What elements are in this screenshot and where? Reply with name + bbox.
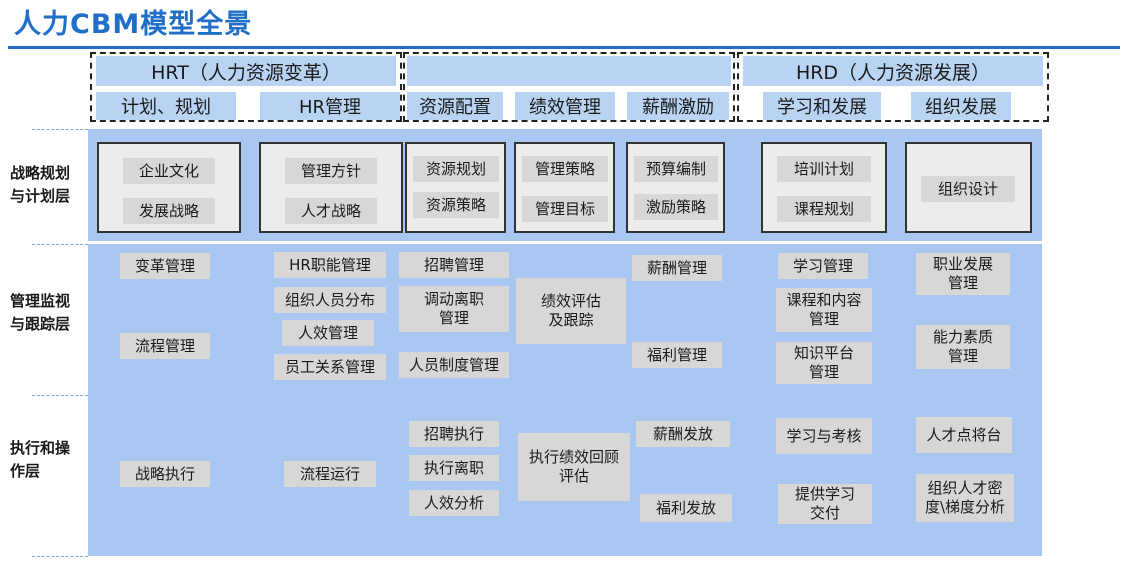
strategy-card-culture: 企业文化 发展战略 xyxy=(97,142,241,233)
perf-review-cell: 执行绩效回顾 评估 xyxy=(518,433,630,501)
performance-header: 绩效管理 xyxy=(515,92,615,120)
perf-review-line1: 执行绩效回顾 xyxy=(528,448,619,466)
transfer-line2: 管理 xyxy=(438,309,469,327)
leave-exec-cell: 执行离职 xyxy=(409,455,499,481)
layer-divider xyxy=(32,244,88,245)
title-underline xyxy=(8,46,1120,49)
strategy-card-policy: 管理方针 人才战略 xyxy=(259,142,403,233)
exec-layer-line2: 作层 xyxy=(10,462,41,480)
hrt-group: HRT（人力资源变革） 计划、规划 HR管理 xyxy=(90,52,402,122)
competency-line1: 能力素质 xyxy=(932,328,993,346)
strategy-card-resource: 资源规划 资源策略 xyxy=(405,142,506,233)
hr-mgmt-header: HR管理 xyxy=(260,92,400,120)
process-run-cell: 流程运行 xyxy=(284,461,376,487)
recruit-exec-cell: 招聘执行 xyxy=(409,421,499,447)
manage-layer-line2: 与跟踪层 xyxy=(10,315,71,333)
org-staff-cell: 组织人员分布 xyxy=(274,287,386,313)
hr-function-cell: HR职能管理 xyxy=(274,252,386,278)
manage-layer-label: 管理监视 与跟踪层 xyxy=(10,290,86,336)
salary-mgmt-cell: 薪酬管理 xyxy=(632,255,722,281)
org-header: 组织发展 xyxy=(911,92,1011,120)
strategy-layer-line2: 与计划层 xyxy=(10,187,71,205)
talent-strategy-cell: 人才战略 xyxy=(285,198,377,224)
salary-pay-cell: 薪酬发放 xyxy=(636,421,730,447)
course-content-cell: 课程和内容 管理 xyxy=(776,288,872,332)
perf-eval-line1: 绩效评估 xyxy=(540,292,601,310)
career-line2: 管理 xyxy=(947,274,978,292)
mgmt-strategy-cell: 管理策略 xyxy=(522,156,608,182)
strategy-layer-label: 战略规划 与计划层 xyxy=(10,162,86,208)
talent-board-cell: 人才点将台 xyxy=(916,417,1012,453)
density-line1: 组织人才密 xyxy=(927,479,1003,497)
perf-eval-cell: 绩效评估 及跟踪 xyxy=(516,278,626,344)
policy-mgmt-cell: 人员制度管理 xyxy=(399,352,509,378)
policy-cell: 管理方针 xyxy=(285,158,377,184)
org-design-cell: 组织设计 xyxy=(921,176,1015,202)
knowledge-line2: 管理 xyxy=(808,363,839,381)
mgmt-goal-cell: 管理目标 xyxy=(522,196,608,222)
learning-delivery-cell: 提供学习 交付 xyxy=(778,484,872,524)
hrd-group: HRD（人力资源发展） 学习和发展 组织发展 xyxy=(737,52,1049,122)
middle-group: 资源配置 绩效管理 薪酬激励 xyxy=(403,52,735,122)
dev-strategy-cell: 发展战略 xyxy=(123,198,215,224)
employee-relation-cell: 员工关系管理 xyxy=(274,354,386,380)
competency-cell: 能力素质 管理 xyxy=(916,325,1010,369)
layer-divider xyxy=(32,395,88,396)
strategy-card-org: 组织设计 xyxy=(905,142,1032,233)
middle-header-band xyxy=(407,56,731,86)
resource-header: 资源配置 xyxy=(407,92,503,120)
knowledge-platform-cell: 知识平台 管理 xyxy=(776,342,872,384)
course-plan-cell: 课程规划 xyxy=(777,196,871,222)
transfer-line1: 调动离职 xyxy=(423,290,484,308)
welfare-pay-cell: 福利发放 xyxy=(640,494,732,522)
salary-header: 薪酬激励 xyxy=(627,92,729,120)
plan-header: 计划、规划 xyxy=(96,92,236,120)
layer-divider xyxy=(32,556,88,557)
learning-mgmt-cell: 学习管理 xyxy=(778,253,868,279)
delivery-line2: 交付 xyxy=(809,504,840,522)
culture-cell: 企业文化 xyxy=(123,158,215,184)
learn-exam-cell: 学习与考核 xyxy=(776,418,872,454)
budget-cell: 预算编制 xyxy=(634,156,718,182)
competency-line2: 管理 xyxy=(947,347,978,365)
welfare-mgmt-cell: 福利管理 xyxy=(632,342,722,368)
resource-strategy-cell: 资源策略 xyxy=(413,192,499,218)
process-mgmt-cell: 流程管理 xyxy=(120,333,210,359)
career-line1: 职业发展 xyxy=(932,255,993,273)
density-line2: 度\梯度分析 xyxy=(924,498,1006,516)
learning-header: 学习和发展 xyxy=(763,92,881,120)
strategy-card-salary: 预算编制 激励策略 xyxy=(626,142,725,233)
perf-review-line2: 评估 xyxy=(558,467,589,485)
efficiency-analysis-cell: 人效分析 xyxy=(409,490,499,516)
manage-layer-line1: 管理监视 xyxy=(10,292,71,310)
delivery-line1: 提供学习 xyxy=(794,485,855,503)
strategy-card-learning: 培训计划 课程规划 xyxy=(761,142,887,233)
career-dev-cell: 职业发展 管理 xyxy=(916,253,1010,295)
incentive-strategy-cell: 激励策略 xyxy=(634,194,718,220)
course-line2: 管理 xyxy=(808,310,839,328)
efficiency-mgmt-cell: 人效管理 xyxy=(282,320,374,346)
strategy-exec-cell: 战略执行 xyxy=(120,461,210,487)
hrt-header: HRT（人力资源变革） xyxy=(96,56,396,86)
training-plan-cell: 培训计划 xyxy=(777,156,871,182)
strategy-card-performance: 管理策略 管理目标 xyxy=(514,142,615,233)
hrd-header: HRD（人力资源发展） xyxy=(743,56,1043,86)
resource-plan-cell: 资源规划 xyxy=(413,156,499,182)
recruit-mgmt-cell: 招聘管理 xyxy=(399,252,509,278)
strategy-layer-line1: 战略规划 xyxy=(10,164,71,182)
change-mgmt-cell: 变革管理 xyxy=(120,253,210,279)
perf-eval-line2: 及跟踪 xyxy=(548,311,594,329)
exec-layer-line1: 执行和操 xyxy=(10,439,71,457)
transfer-mgmt-cell: 调动离职 管理 xyxy=(399,286,509,332)
layer-divider xyxy=(32,129,88,130)
talent-density-cell: 组织人才密 度\梯度分析 xyxy=(916,474,1014,522)
page-title: 人力CBM模型全景 xyxy=(14,9,253,40)
exec-layer-label: 执行和操 作层 xyxy=(10,437,86,483)
course-line1: 课程和内容 xyxy=(786,291,862,309)
knowledge-line1: 知识平台 xyxy=(793,344,854,362)
